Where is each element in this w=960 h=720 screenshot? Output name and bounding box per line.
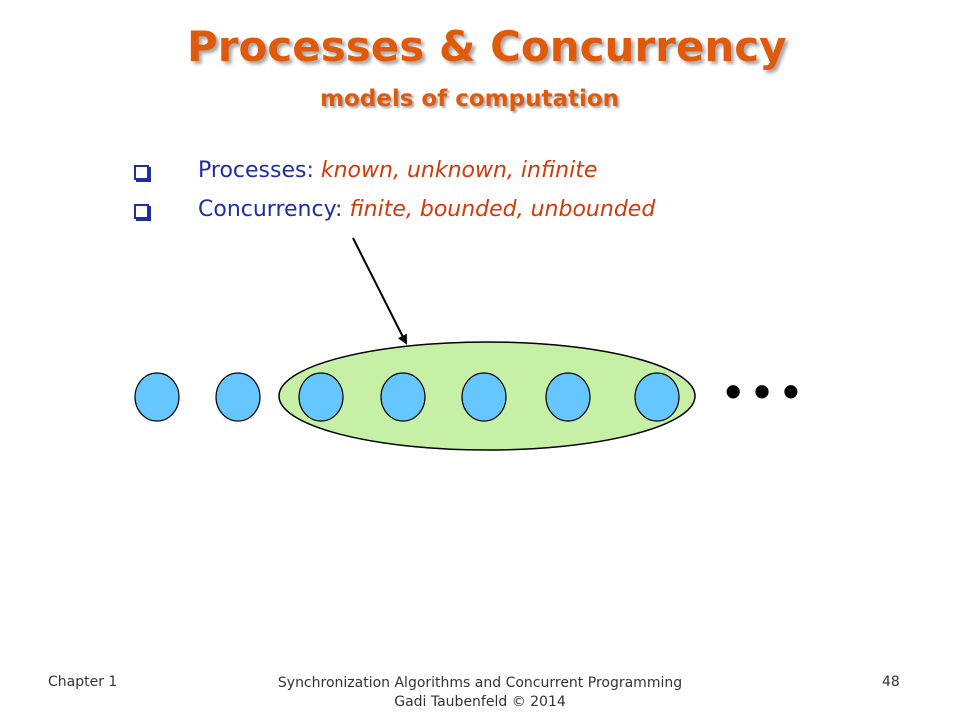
footer-page-number: 48 [882,674,900,690]
process-circle [215,372,261,422]
process-circle [134,372,180,422]
footer-book-info: Synchronization Algorithms and Concurren… [0,674,960,712]
infinite-ellipsis: • • • [725,365,799,417]
bullet-concurrency-values: finite, bounded, unbounded [349,197,656,222]
slide-title: Processes & Concurrency [187,22,787,71]
process-circle [298,372,344,422]
process-circle [380,372,426,422]
process-circle [461,372,507,422]
checkbox-bullet-icon [134,165,149,180]
process-circle [545,372,591,422]
bullet-processes-text: Processes: known, unknown, infinite [198,158,597,183]
checkbox-bullet-icon [134,204,149,219]
pointer-arrow [352,237,407,345]
footer-chapter: Chapter 1 [48,674,118,690]
footer-author: Gadi Taubenfeld © 2014 [394,694,566,710]
bullet-processes-label: Processes: [198,158,314,183]
bullet-concurrency-text: Concurrency: finite, bounded, unbounded [198,197,655,222]
process-circle [634,372,680,422]
slide-subtitle: models of computation [320,86,620,112]
bullet-processes-values: known, unknown, infinite [320,158,598,183]
footer-book-title: Synchronization Algorithms and Concurren… [277,675,683,691]
bullet-concurrency-label: Concurrency: [198,197,343,222]
